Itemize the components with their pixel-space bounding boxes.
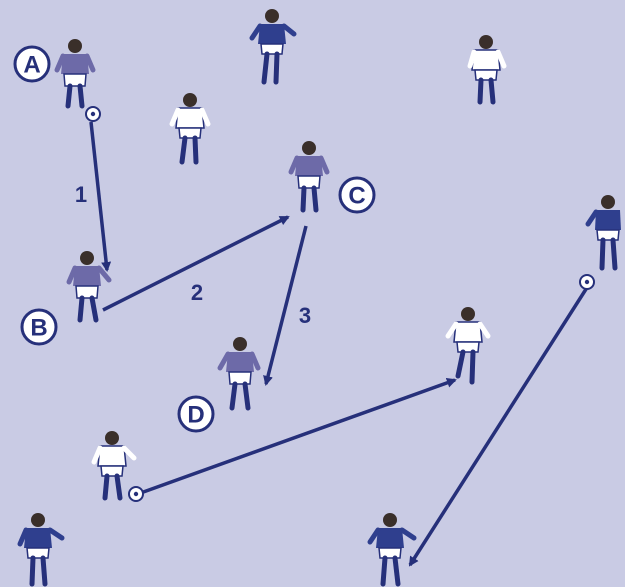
step-1-label: 1 [75,182,87,207]
soccer-ball-icon [129,487,143,501]
label-b: B [22,310,56,344]
pass-arrow-1 [91,122,107,270]
step-2-label: 2 [191,280,203,305]
player-a [57,39,93,106]
player-blue-bottom-left [20,513,62,584]
player-white-top-right [470,35,504,102]
player-blue-top [252,9,294,82]
player-blue-right [588,195,621,268]
label-c-text: C [348,183,365,210]
label-d-text: D [187,402,204,429]
player-c [291,141,327,210]
pass-arrow-right [410,286,588,565]
soccer-ball-icon [580,275,594,289]
player-white-bottom-left [94,431,134,498]
player-white-center-left [172,93,208,162]
label-c: C [340,178,374,212]
player-blue-bottom-center [370,513,414,584]
label-d: D [179,397,213,431]
label-a-text: A [23,52,40,79]
player-white-right [448,307,488,382]
soccer-ball-icon [86,107,100,121]
label-b-text: B [30,315,47,342]
label-a: A [15,47,49,81]
step-3-label: 3 [299,303,311,328]
player-d [220,337,258,408]
pass-arrow-bottom-left [135,380,455,495]
